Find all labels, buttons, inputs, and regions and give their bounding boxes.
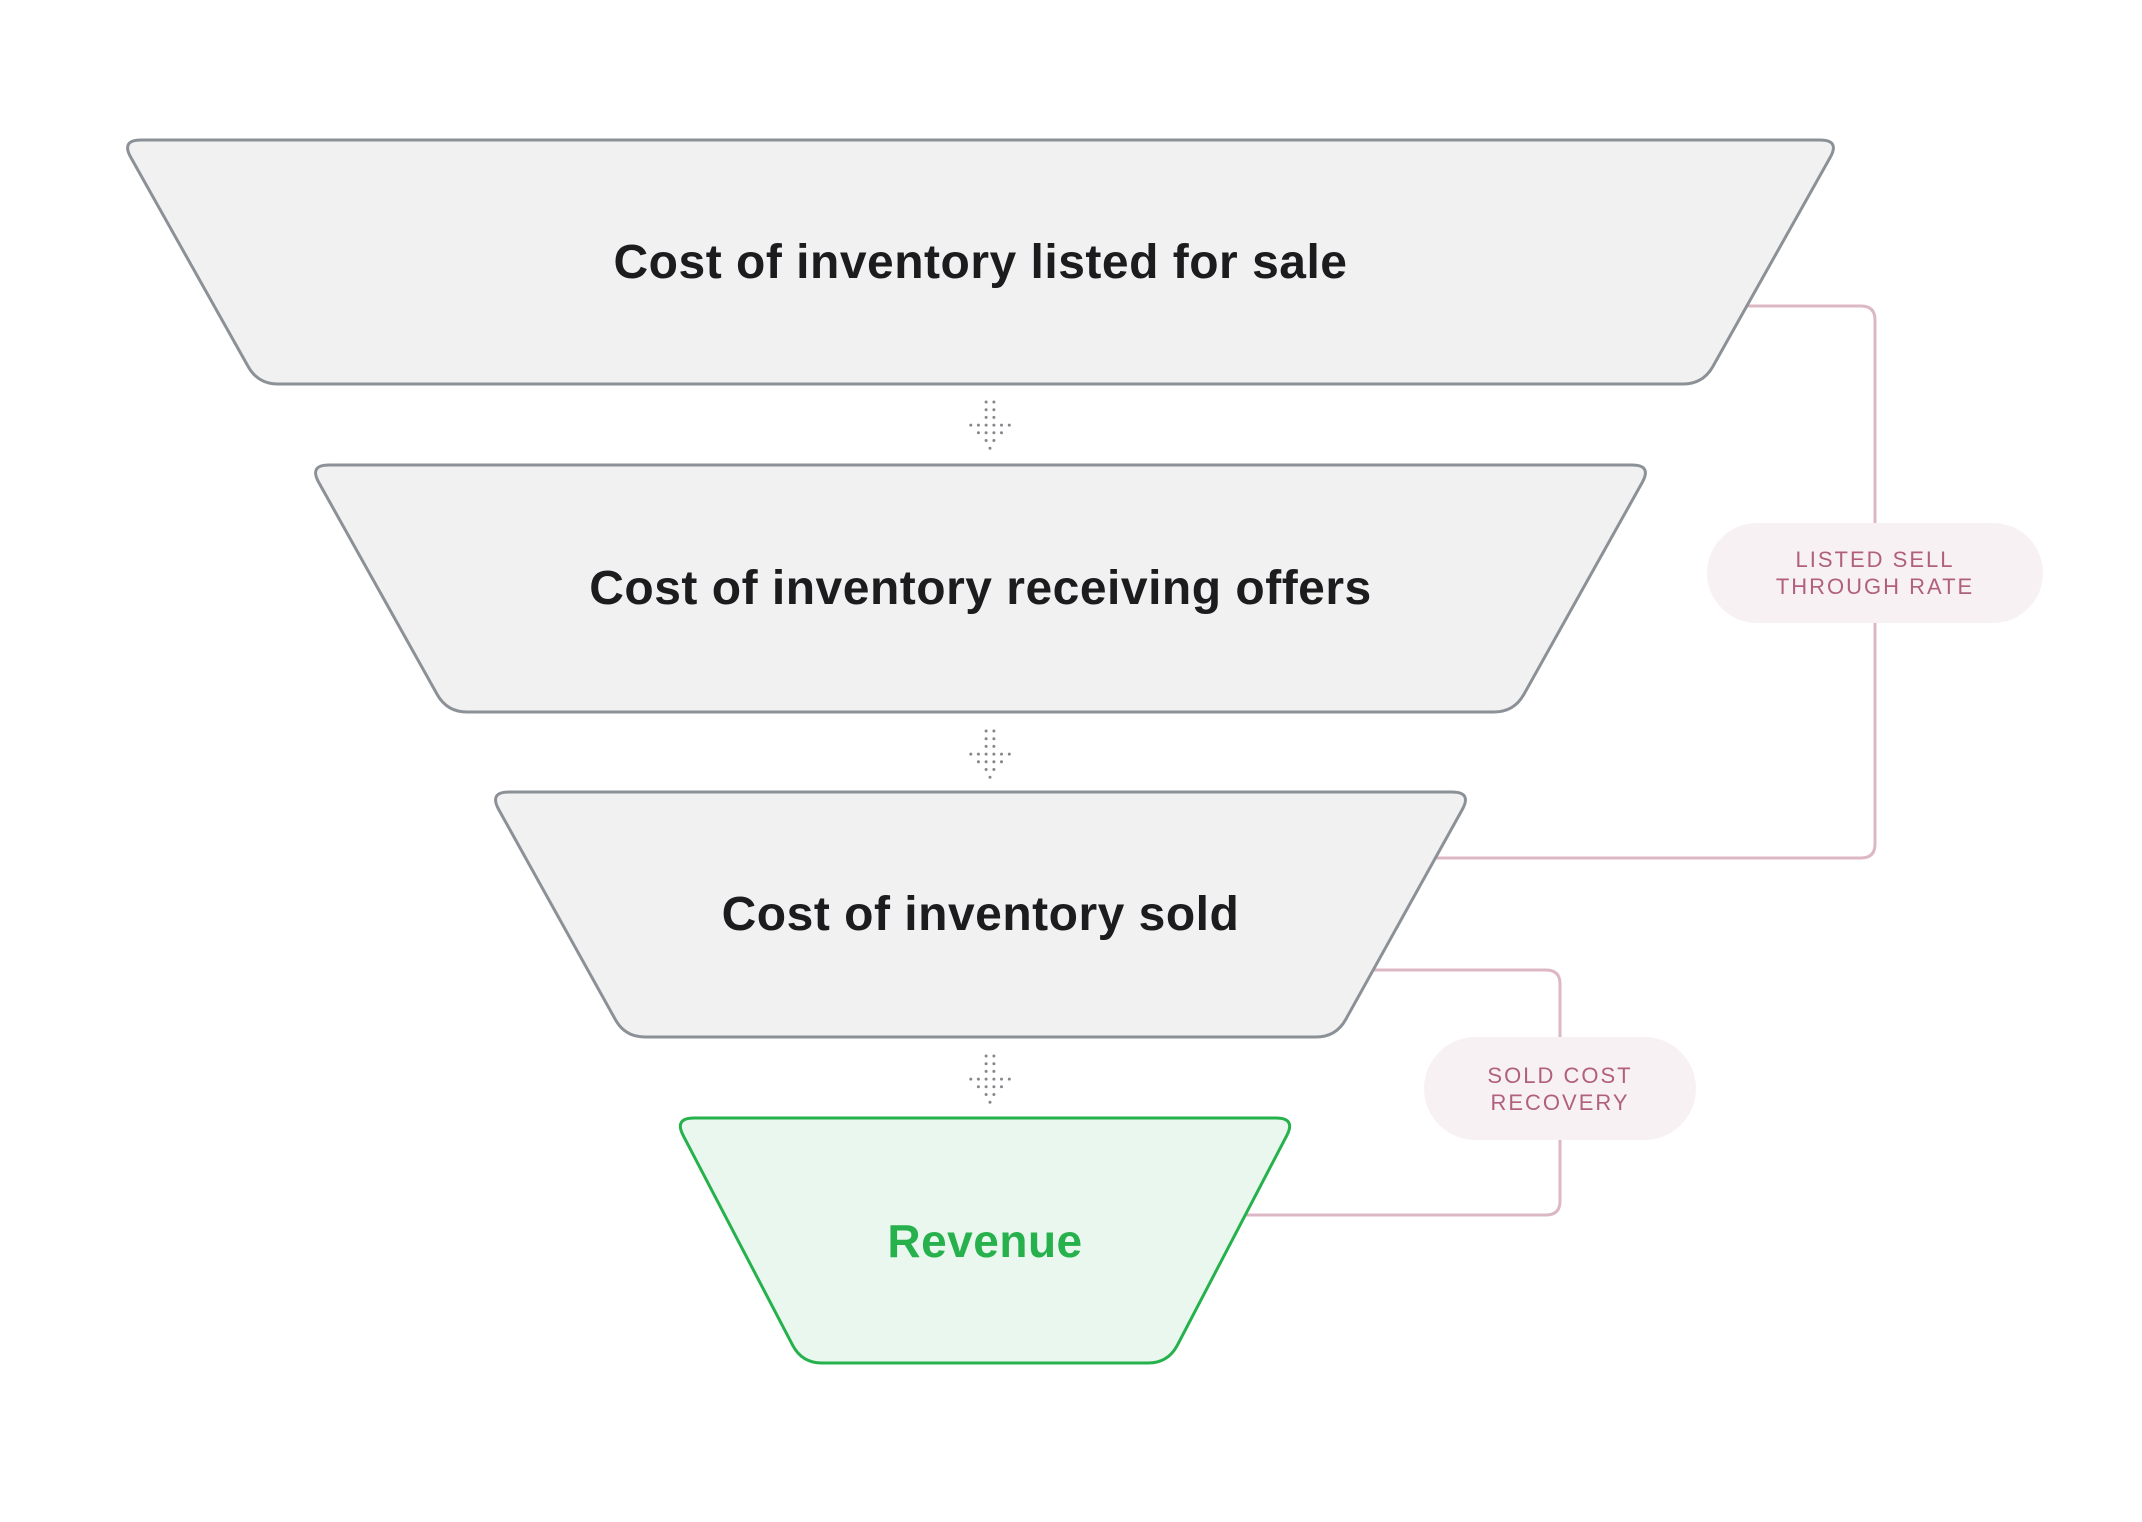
trapezoid-shape [678,1116,1292,1365]
funnel-stage-listed: Cost of inventory listed for sale [119,138,1842,386]
badge-line: SOLD COST [1487,1062,1633,1088]
funnel-stage-revenue: Revenue [672,1116,1298,1365]
funnel-stage-sold: Cost of inventory sold [487,790,1474,1039]
funnel-stage-offers: Cost of inventory receiving offers [307,463,1654,714]
stage-label-listed: Cost of inventory listed for sale [613,235,1348,289]
badge-line: RECOVERY [1490,1089,1630,1115]
listed-sell-through-rate-badge: LISTED SELL THROUGH RATE [1707,523,2043,623]
badge-line: THROUGH RATE [1775,574,1975,599]
stage-label-offers: Cost of inventory receiving offers [589,562,1372,615]
down-arrow-icon [966,727,1014,781]
stage-label-sold: Cost of inventory sold [721,888,1240,941]
down-arrow-icon [966,398,1014,452]
trapezoid-shape [126,138,1835,386]
sold-cost-recovery-badge: SOLD COST RECOVERY [1424,1037,1696,1140]
badge-line: LISTED SELL [1795,547,1955,572]
trapezoid-shape [314,463,1647,714]
down-arrow-icon [966,1052,1014,1106]
trapezoid-shape [494,790,1467,1039]
stage-label-revenue: Revenue [887,1214,1083,1267]
